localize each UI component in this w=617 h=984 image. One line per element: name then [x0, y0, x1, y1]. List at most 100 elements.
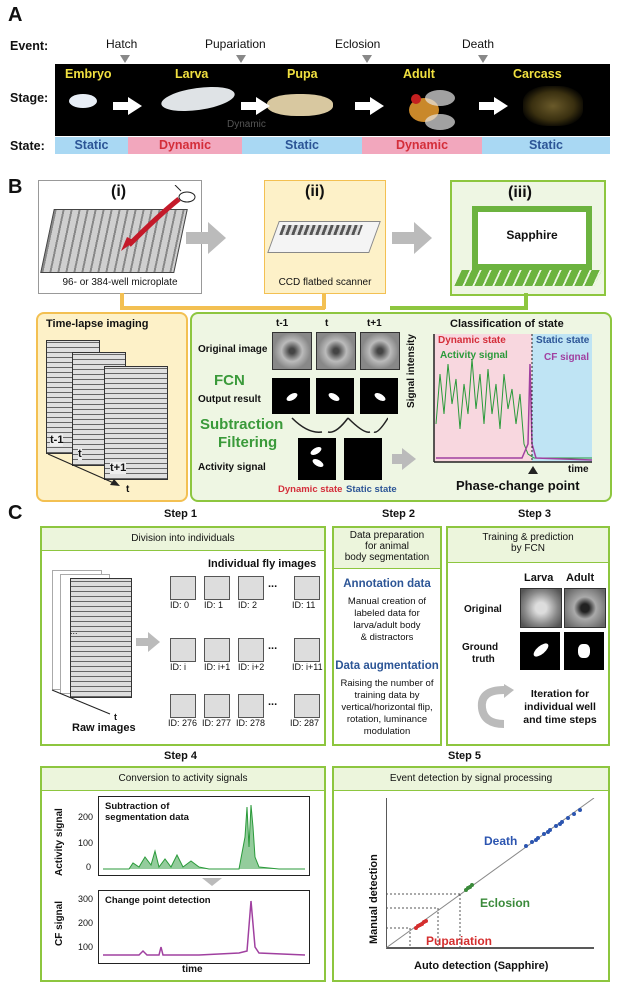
- state-static: Static: [55, 137, 128, 154]
- row-ellipsis: ...: [268, 578, 278, 590]
- frame-label: t-1: [276, 318, 289, 329]
- step1-title: Step 1: [164, 508, 198, 520]
- adult-truth-thumb: [564, 632, 604, 670]
- activity-signal-thumb: [344, 438, 382, 480]
- original-image-thumb: [360, 332, 400, 370]
- augmentation-title: Data augmentation: [335, 660, 439, 672]
- dynamic-state-caption: Dynamic state: [278, 484, 343, 495]
- augmentation-line: Raising the number of: [340, 678, 434, 689]
- fly-id: ID: 0: [170, 600, 190, 610]
- gray-arrow-stem: [392, 454, 404, 464]
- merge-arrows-icon: [291, 417, 388, 433]
- annotation-line: labeled data for: [354, 608, 420, 619]
- fly-cell: [294, 694, 320, 718]
- step2-head-line: Data preparation: [349, 530, 425, 541]
- panel-c-letter: C: [8, 502, 23, 524]
- original-label: Original: [464, 604, 502, 615]
- fly-id: ID: 287: [290, 718, 320, 728]
- annotation-text: Manual creation of labeled data for larv…: [334, 596, 440, 644]
- eclosion-label: Eclosion: [480, 896, 531, 910]
- activity-signal-label: Activity signal: [198, 462, 266, 473]
- frame-t-minus: t-1: [50, 434, 64, 446]
- raw-ellipsis: ...: [70, 626, 78, 636]
- adult-fly-picture: [391, 88, 457, 132]
- raw-time-axis-icon: [51, 689, 111, 715]
- processing-box: t-1 t t+1 Original image FCN Output resu…: [190, 312, 612, 502]
- activity-trace: [103, 804, 305, 870]
- annotation-line: larva/adult body: [353, 620, 421, 631]
- death-label: Death: [484, 834, 518, 848]
- activity-tick: 100: [78, 838, 94, 848]
- classification-title: Classification of state: [450, 318, 564, 330]
- gray-arrow-icon: [148, 632, 160, 652]
- augmentation-text: Raising the number of training data by v…: [334, 678, 440, 738]
- scanner-plate: [279, 225, 363, 235]
- microplate-caption: 96- or 384-well microplate: [62, 277, 178, 288]
- connector-yellow: [322, 293, 326, 309]
- step-iii-label: (iii): [508, 184, 532, 201]
- connector-yellow: [120, 293, 124, 309]
- event-pupariation: Pupariation: [205, 37, 266, 51]
- fly-cell: [204, 638, 230, 662]
- output-result-thumb: [272, 378, 310, 414]
- frame-label: t+1: [367, 318, 382, 329]
- event-label: Event:: [10, 39, 49, 53]
- timelapse-box: Time-lapse imaging t-1 t t+1 t: [36, 312, 188, 502]
- step2-title: Step 2: [382, 508, 416, 520]
- activity-signal-thumb: [298, 438, 336, 480]
- cf-tick: 200: [78, 918, 94, 928]
- fly-id: ID: 278: [236, 718, 266, 728]
- row-ellipsis: ...: [268, 696, 278, 708]
- step1-head: Division into individuals: [42, 528, 324, 551]
- step3-head-line: Training & prediction: [482, 532, 574, 543]
- cf-ylabel: CF signal: [54, 900, 65, 946]
- fly-id: ID: 276: [168, 718, 198, 728]
- annotation-line: Manual creation of: [347, 596, 427, 607]
- larva-picture: [159, 82, 237, 116]
- step3-head-line: by FCN: [511, 543, 545, 554]
- fly-id: ID: 1: [204, 600, 224, 610]
- sapphire-label: Sapphire: [506, 228, 558, 242]
- fly-cell: [204, 694, 230, 718]
- gray-arrow-icon: [414, 222, 432, 254]
- scanner-caption: CCD flatbed scanner: [278, 277, 372, 288]
- activity-tick: 200: [78, 812, 94, 822]
- raw-images-label: Raw images: [72, 722, 136, 734]
- manual-detection-label: Manual detection: [368, 854, 380, 944]
- filtering-label: Filtering: [218, 434, 278, 451]
- fcn-label: FCN: [214, 372, 245, 389]
- carcass-picture: [523, 86, 583, 126]
- computer-box: (iii) Sapphire: [450, 180, 606, 296]
- activity-tick: 0: [86, 862, 92, 872]
- step3-title: Step 3: [518, 508, 552, 520]
- output-result-label: Output result: [198, 394, 261, 405]
- fly-arrow-icon: [121, 185, 196, 251]
- stage-carcass: Carcass: [513, 67, 562, 81]
- individual-images-label: Individual fly images: [208, 558, 317, 570]
- original-image-thumb: [316, 332, 356, 370]
- augmentation-line: rotation, luminance: [346, 714, 428, 725]
- fly-cell: [170, 638, 196, 662]
- gray-arrow-stem: [136, 638, 150, 646]
- timelapse-title: Time-lapse imaging: [46, 318, 149, 330]
- step2-head-line: body segmentation: [344, 552, 430, 563]
- connector-green: [524, 293, 528, 309]
- fly-id: ID: i+1: [204, 662, 231, 672]
- step3-head: Training & prediction by FCN: [448, 528, 608, 563]
- fly-cell: [170, 576, 196, 600]
- stage-larva: Larva: [175, 67, 209, 81]
- gray-arrow-icon: [208, 222, 226, 254]
- subtraction-caption: Subtraction of segmentation data: [105, 801, 189, 823]
- time-axis-label: t: [126, 484, 130, 495]
- panel-b-letter: B: [8, 176, 23, 198]
- phase-change-marker-icon: [528, 466, 538, 474]
- iteration-line: and time steps: [523, 714, 597, 726]
- stage-label: Stage:: [10, 91, 49, 105]
- auto-detection-label: Auto detection (Sapphire): [414, 960, 549, 972]
- activity-plot: Subtraction of segmentation data: [98, 796, 310, 876]
- larva-truth-thumb: [520, 632, 560, 670]
- event-hatch: Hatch: [106, 37, 138, 51]
- iteration-line: individual well: [524, 701, 596, 713]
- signal-traces: [433, 334, 592, 463]
- activity-ylabel: Activity signal: [54, 808, 65, 876]
